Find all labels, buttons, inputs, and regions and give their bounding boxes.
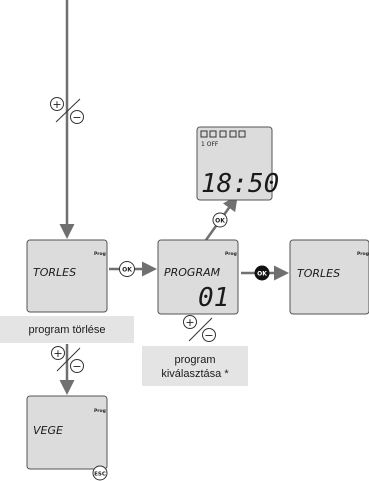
torles-left-text: TORLES	[33, 266, 76, 279]
lcd-screen-torles-right: Prog TORLES	[289, 239, 369, 315]
lcd-screen-vege: Prog VEGE	[26, 395, 108, 470]
minus-icon: −	[72, 111, 81, 124]
plus-minus-control-top[interactable]: + −	[50, 97, 84, 125]
plus-icon: +	[53, 347, 62, 360]
plus-icon: +	[185, 316, 194, 329]
caption-program-select-line2: kiválasztása *	[161, 368, 229, 380]
day-indicator	[209, 130, 217, 138]
ok-button-label: OK	[122, 267, 132, 274]
plus-minus-control-middle[interactable]: + −	[183, 315, 216, 343]
minus-button[interactable]	[70, 110, 84, 124]
lcd-screen-program: Prog PROGRAM 01	[157, 239, 239, 315]
plus-button[interactable]	[51, 346, 65, 360]
clock-time: 18:50	[201, 169, 279, 199]
plus-minus-control-bottom[interactable]: + −	[51, 346, 84, 374]
ok-button-clock-label: OK	[215, 218, 225, 225]
esc-button[interactable]: ESC	[92, 465, 108, 481]
slash-icon	[55, 98, 81, 123]
prog-label: Prog	[357, 251, 369, 257]
lcd-screen-torles-left: Prog TORLES	[26, 239, 108, 313]
prog-label: Prog	[225, 251, 237, 257]
lcd-screen-clock: 1 OFF 18:50	[196, 126, 279, 201]
day-indicator	[200, 130, 208, 138]
plus-button[interactable]	[183, 315, 197, 329]
vege-text: VEGE	[33, 424, 63, 437]
caption-program-delete: program törlése	[0, 316, 134, 343]
prog-label: Prog	[94, 408, 106, 414]
ok-button[interactable]: OK	[119, 261, 135, 277]
torles-right-text: TORLES	[297, 267, 340, 280]
minus-icon: −	[204, 329, 213, 342]
day-indicator	[219, 130, 227, 138]
ok-button-confirm[interactable]: OK	[254, 265, 270, 281]
caption-program-select: program kiválasztása *	[142, 346, 248, 386]
program-text: PROGRAM	[164, 266, 221, 279]
day-indicators	[200, 130, 246, 138]
ok-button-confirm-label: OK	[257, 271, 267, 278]
minus-button[interactable]	[70, 359, 84, 373]
caption-program-select-line1: program	[175, 354, 216, 366]
day-indicator	[238, 130, 246, 138]
clock-top-label: 1 OFF	[201, 141, 219, 148]
ok-button-clock[interactable]: OK	[212, 212, 228, 228]
caption-program-delete-text: program törlése	[28, 324, 105, 336]
slash-icon	[56, 347, 81, 372]
prog-label: Prog	[94, 251, 106, 257]
plus-button[interactable]	[50, 97, 64, 111]
day-indicator	[229, 130, 237, 138]
program-number: 01	[198, 283, 229, 313]
esc-button-label: ESC	[94, 472, 106, 478]
minus-button[interactable]	[202, 328, 216, 342]
minus-icon: −	[72, 360, 81, 373]
plus-icon: +	[52, 98, 61, 111]
slash-icon	[188, 317, 213, 342]
